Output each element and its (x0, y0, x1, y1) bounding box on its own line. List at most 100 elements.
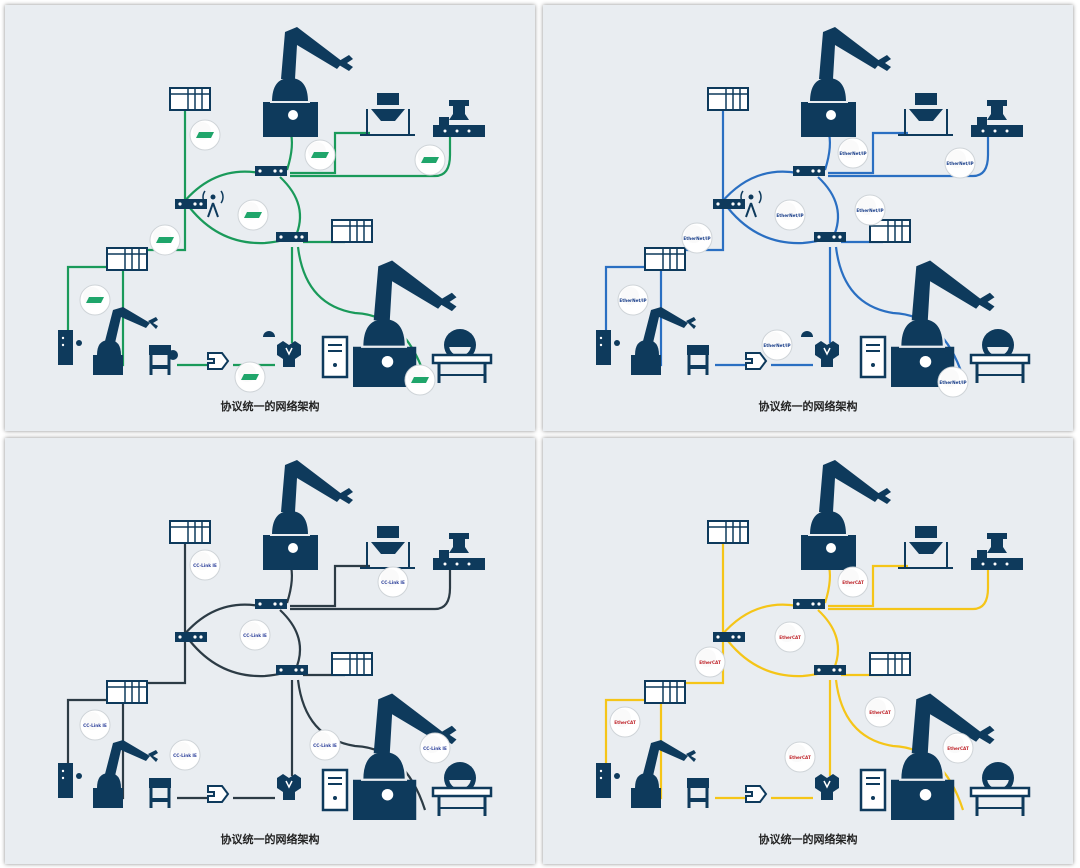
protocol-logo-badge (79, 284, 111, 316)
svg-text:CC-Link IE: CC-Link IE (83, 723, 107, 728)
cable (828, 570, 990, 611)
panel-caption: 协议统一的网络架构 (220, 833, 320, 846)
plc-rack-icon (106, 247, 148, 271)
panel-caption: 协议统一的网络架构 (758, 400, 858, 413)
control-valve-icon (815, 774, 839, 800)
network-switch-icon (175, 199, 207, 209)
cable (834, 679, 965, 811)
plc-rack-icon (331, 219, 373, 243)
network-switch-icon (814, 665, 846, 675)
network-switch-icon (814, 232, 846, 242)
conveyor-gripper-icon (971, 533, 1023, 570)
plc-rack-icon (644, 680, 686, 704)
industrial-robot-arm-icon (263, 27, 353, 137)
cable (604, 265, 653, 335)
sensor-icon (745, 785, 768, 803)
svg-text:EtherCAT: EtherCAT (779, 635, 801, 640)
remote-io-module-icon (58, 330, 82, 365)
protocol-logo-badge: EtherCAT (942, 732, 974, 764)
network-switch-icon (255, 166, 287, 176)
cable (817, 176, 840, 239)
plc-rack-icon (644, 247, 686, 271)
industrial-robot-arm-icon (891, 693, 995, 820)
protocol-logo-badge: CC-Link IE (419, 732, 451, 764)
svg-text:EtherCAT: EtherCAT (614, 720, 636, 725)
network-diagram: EtherNet/IP EtherNet/IP EtherNet/IP EtherNe… (596, 27, 1031, 398)
saw-table-icon (431, 329, 493, 383)
saw-table-icon (431, 762, 493, 816)
saw-table-icon (969, 329, 1031, 383)
computer-tower-icon (321, 335, 349, 379)
protocol-logo-badge: CC-Link IE (309, 729, 341, 761)
machine-station-icon (149, 345, 178, 375)
svg-text:CC-Link IE: CC-Link IE (423, 746, 447, 751)
computer-tower-icon (321, 768, 349, 812)
svg-text:EtherCAT: EtherCAT (699, 660, 721, 665)
control-valve-icon (801, 331, 839, 367)
network-diagram: EtherCAT EtherCAT EtherCAT EtherCAT EtherCAT… (596, 460, 1031, 820)
small-robot-arm-icon (93, 740, 158, 808)
small-robot-arm-icon (631, 740, 696, 808)
network-switch-icon (713, 632, 745, 642)
protocol-logo-badge: EtherCAT (609, 706, 641, 738)
cable (290, 564, 370, 608)
protocol-logo-badge (237, 199, 269, 231)
small-robot-arm-icon (631, 307, 696, 375)
conveyor-gripper-icon (433, 100, 485, 137)
filling-machine-icon (898, 526, 953, 569)
remote-io-module-icon (596, 330, 620, 365)
cable (145, 538, 187, 685)
panel-caption: 协议统一的网络架构 (220, 400, 320, 413)
protocol-logo-badge: EtherCAT (784, 741, 816, 773)
network-diagram (58, 27, 493, 396)
svg-text:EtherCAT: EtherCAT (947, 746, 969, 751)
cable (828, 564, 908, 608)
small-robot-arm-icon (93, 307, 158, 375)
network-switch-icon (793, 599, 825, 609)
svg-text:CC-Link IE: CC-Link IE (193, 563, 217, 568)
sensor-icon (207, 352, 230, 370)
network-switch-icon (175, 632, 207, 642)
svg-text:EtherNet/IP: EtherNet/IP (939, 380, 966, 385)
wireless-access-point-icon (740, 190, 762, 218)
cable (66, 698, 115, 768)
protocol-logo-badge: EtherNet/IP (617, 284, 649, 316)
protocol-logo-badge: EtherNet/IP (937, 366, 969, 398)
cable (828, 131, 908, 175)
network-switch-icon (793, 166, 825, 176)
panel-caption: 协议统一的网络架构 (758, 833, 858, 846)
industrial-robot-arm-icon (801, 460, 891, 570)
filling-machine-icon (360, 526, 415, 569)
plc-rack-icon (869, 219, 911, 243)
protocol-logo-badge (304, 139, 336, 171)
machine-station-icon (149, 778, 171, 808)
panel-blue-network: EtherNet/IP EtherNet/IP EtherNet/IP EtherNe… (543, 5, 1073, 431)
network-switch-icon (713, 199, 745, 209)
cable (279, 609, 302, 672)
network-cables (604, 538, 990, 811)
panel-yellow-network: EtherCAT EtherCAT EtherCAT EtherCAT EtherCAT… (543, 438, 1073, 864)
network-switch-icon (276, 665, 308, 675)
filling-machine-icon (360, 93, 415, 136)
remote-io-module-icon (58, 763, 82, 798)
cable (727, 640, 826, 678)
svg-text:EtherCAT: EtherCAT (842, 580, 864, 585)
saw-table-icon (969, 762, 1031, 816)
protocol-logo-badge (404, 364, 436, 396)
filling-machine-icon (898, 93, 953, 136)
cable (279, 176, 302, 239)
protocol-logo-badge: EtherNet/IP (761, 329, 793, 361)
svg-text:EtherNet/IP: EtherNet/IP (839, 151, 866, 156)
protocol-logo-badge (234, 361, 266, 393)
protocol-logo-badge: EtherCAT (774, 621, 806, 653)
cable (834, 246, 965, 378)
plc-rack-icon (331, 652, 373, 676)
control-valve-icon (277, 774, 301, 800)
network-switch-icon (255, 599, 287, 609)
protocol-logo-badge (414, 144, 446, 176)
protocol-logo-badge: EtherCAT (837, 566, 869, 598)
svg-text:CC-Link IE: CC-Link IE (313, 743, 337, 748)
cable (296, 679, 427, 811)
protocol-logo-badge: EtherNet/IP (681, 222, 713, 254)
plc-rack-icon (169, 87, 211, 111)
